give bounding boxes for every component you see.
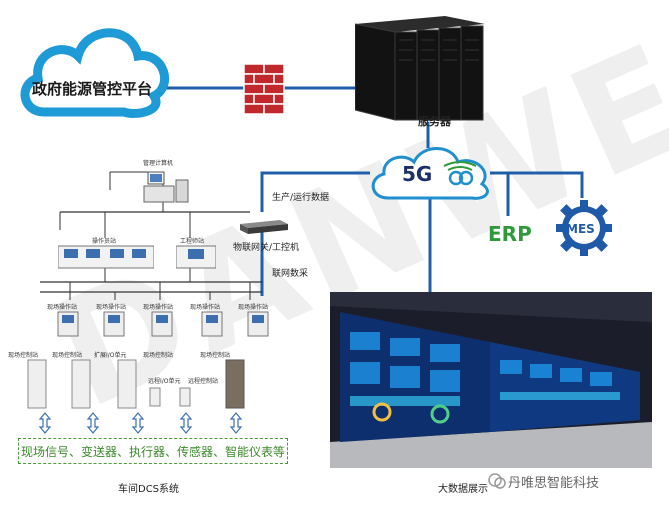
field-control-label-1: 现场控制站: [8, 352, 39, 359]
field-signals-box: 现场信号、变送器、执行器、传感器、智能仪表等: [18, 438, 288, 464]
expansion-io-label: 扩展I/O单元: [94, 352, 127, 359]
field-op-label-2: 现场操作站: [96, 304, 127, 311]
remote-control-label: 远程控制站: [188, 378, 219, 385]
field-signals-text: 现场信号、变送器、执行器、传感器、智能仪表等: [20, 445, 285, 459]
gateway-device-icon: [240, 220, 288, 234]
erp-label: ERP: [488, 222, 532, 246]
field-control-label-4: 现场控制站: [200, 352, 231, 359]
field-op-label-5: 现场操作站: [238, 304, 269, 311]
field-control-label-2: 现场控制站: [52, 352, 83, 359]
server-label: 服务器: [418, 115, 451, 128]
5g-signal-icon: [443, 161, 477, 186]
production-data-label: 生产/运行数据: [272, 193, 330, 203]
field-op-label-1: 现场操作站: [47, 304, 78, 311]
mes-gear-icon: [556, 200, 612, 256]
mes-label: MES: [566, 222, 595, 236]
5g-label: 5G: [402, 162, 433, 186]
remote-io-label: 远程I/O单元: [148, 378, 181, 385]
brand-label: 丹唯思智能科技: [508, 476, 600, 491]
server-rack-icon: [355, 16, 485, 121]
field-op-label-4: 现场操作站: [190, 304, 221, 311]
operator-station-icon: [58, 245, 154, 269]
operator-station-label: 操作员站: [92, 238, 117, 245]
iot-collect-label: 联网数采: [272, 269, 309, 279]
engineer-station-label: 工程师站: [180, 238, 205, 245]
field-op-label-3: 现场操作站: [143, 304, 174, 311]
mgmt-computer-icon: [143, 171, 189, 203]
big-data-screen-image: [330, 292, 652, 468]
wechat-icon: [488, 473, 506, 489]
dcs-caption: 车间DCS系统: [118, 484, 180, 495]
firewall-icon: [243, 63, 285, 115]
screen-caption: 大数据展示: [438, 484, 488, 495]
mgmt-computer-label: 管理计算机: [143, 160, 174, 167]
field-control-label-3: 现场控制站: [143, 352, 174, 359]
government-platform-label: 政府能源管控平台: [32, 80, 153, 98]
field-op-terminals-icon: [57, 311, 269, 337]
cloud-icon: [20, 28, 169, 118]
engineer-station-icon: [176, 245, 216, 269]
gateway-label: 物联网关/工控机: [233, 243, 300, 253]
5g-cloud-icon: [371, 147, 489, 200]
control-cabinets-icon: [27, 359, 245, 409]
